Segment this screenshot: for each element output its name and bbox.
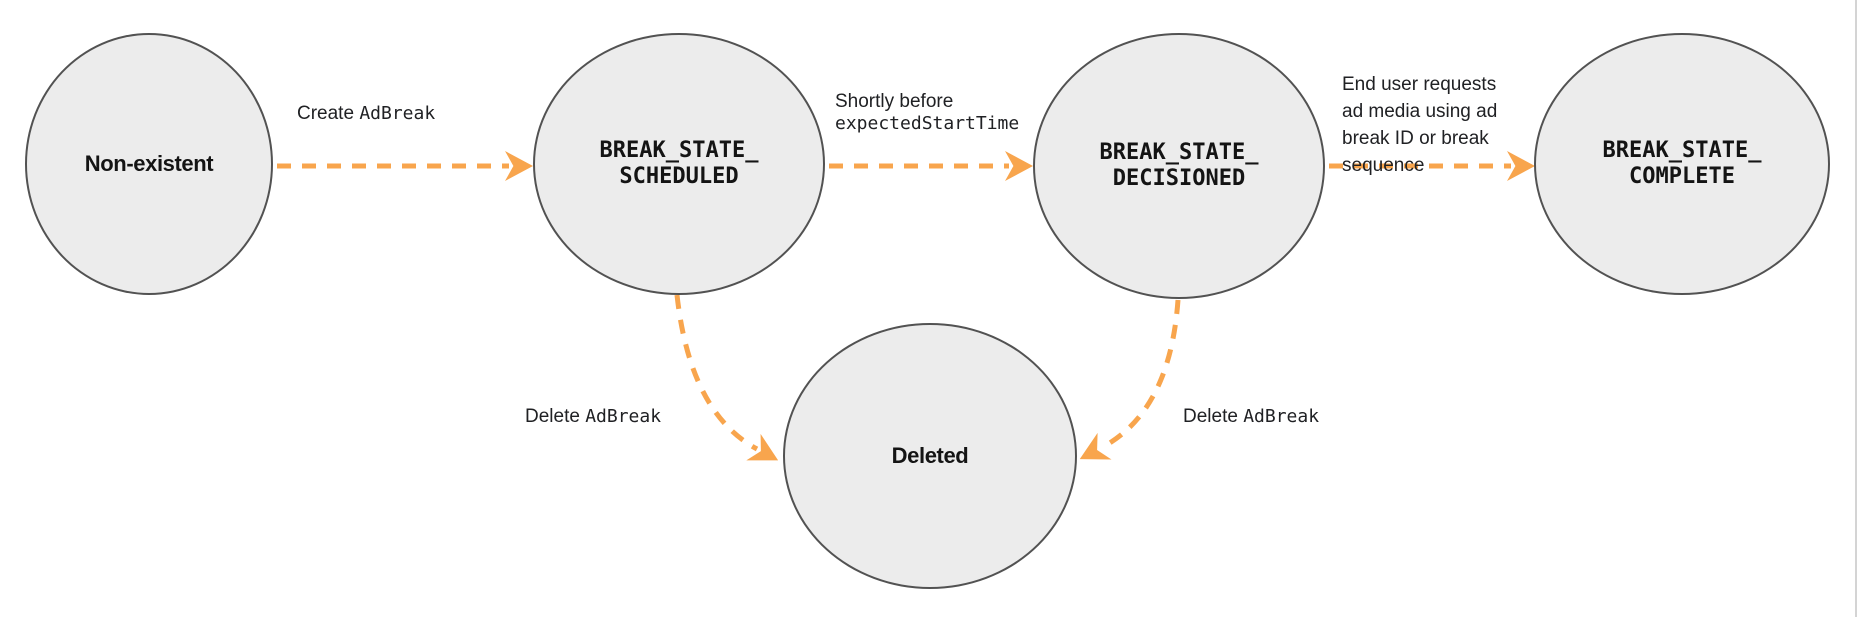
edge-label-shortly-before: Shortly before expectedStartTime: [835, 91, 1019, 135]
edge-label-text: End user requests ad media using ad brea…: [1342, 74, 1498, 176]
arrow-scheduled-to-deleted: [674, 294, 779, 461]
edge-label-text: Delete: [525, 406, 586, 427]
state-node-label: Non-existent: [84, 151, 214, 176]
edge-label-end-user-requests: End user requests ad media using ad brea…: [1342, 44, 1497, 179]
edge-label-code: expectedStartTime: [835, 113, 1020, 134]
right-edge-line: [1855, 0, 1857, 617]
state-node-break-state-scheduled: BREAK_STATE_ SCHEDULED: [533, 33, 825, 295]
state-node-non-existent: Non-existent: [25, 33, 273, 295]
edge-label-text: Shortly before: [835, 91, 954, 112]
state-node-break-state-complete: BREAK_STATE_ COMPLETE: [1534, 33, 1830, 295]
state-node-label: BREAK_STATE_ SCHEDULED: [599, 138, 759, 189]
state-node-label: Deleted: [891, 443, 969, 468]
edge-label-code: AdBreak: [1243, 406, 1320, 427]
edge-label-delete-adbreak-left: Delete AdBreak: [525, 406, 661, 428]
state-node-deleted: Deleted: [783, 323, 1077, 589]
edge-label-delete-adbreak-right: Delete AdBreak: [1183, 406, 1319, 428]
edge-label-text: Create: [297, 103, 360, 124]
edge-label-text: Delete: [1183, 406, 1244, 427]
state-node-label: BREAK_STATE_ COMPLETE: [1602, 138, 1762, 189]
arrow-decisioned-to-deleted: [1079, 299, 1181, 460]
state-node-break-state-decisioned: BREAK_STATE_ DECISIONED: [1033, 33, 1325, 299]
edge-label-code: AdBreak: [585, 406, 662, 427]
edge-label-code: AdBreak: [359, 103, 436, 124]
edge-label-create-adbreak: Create AdBreak: [297, 103, 435, 125]
state-node-label: BREAK_STATE_ DECISIONED: [1099, 140, 1259, 191]
